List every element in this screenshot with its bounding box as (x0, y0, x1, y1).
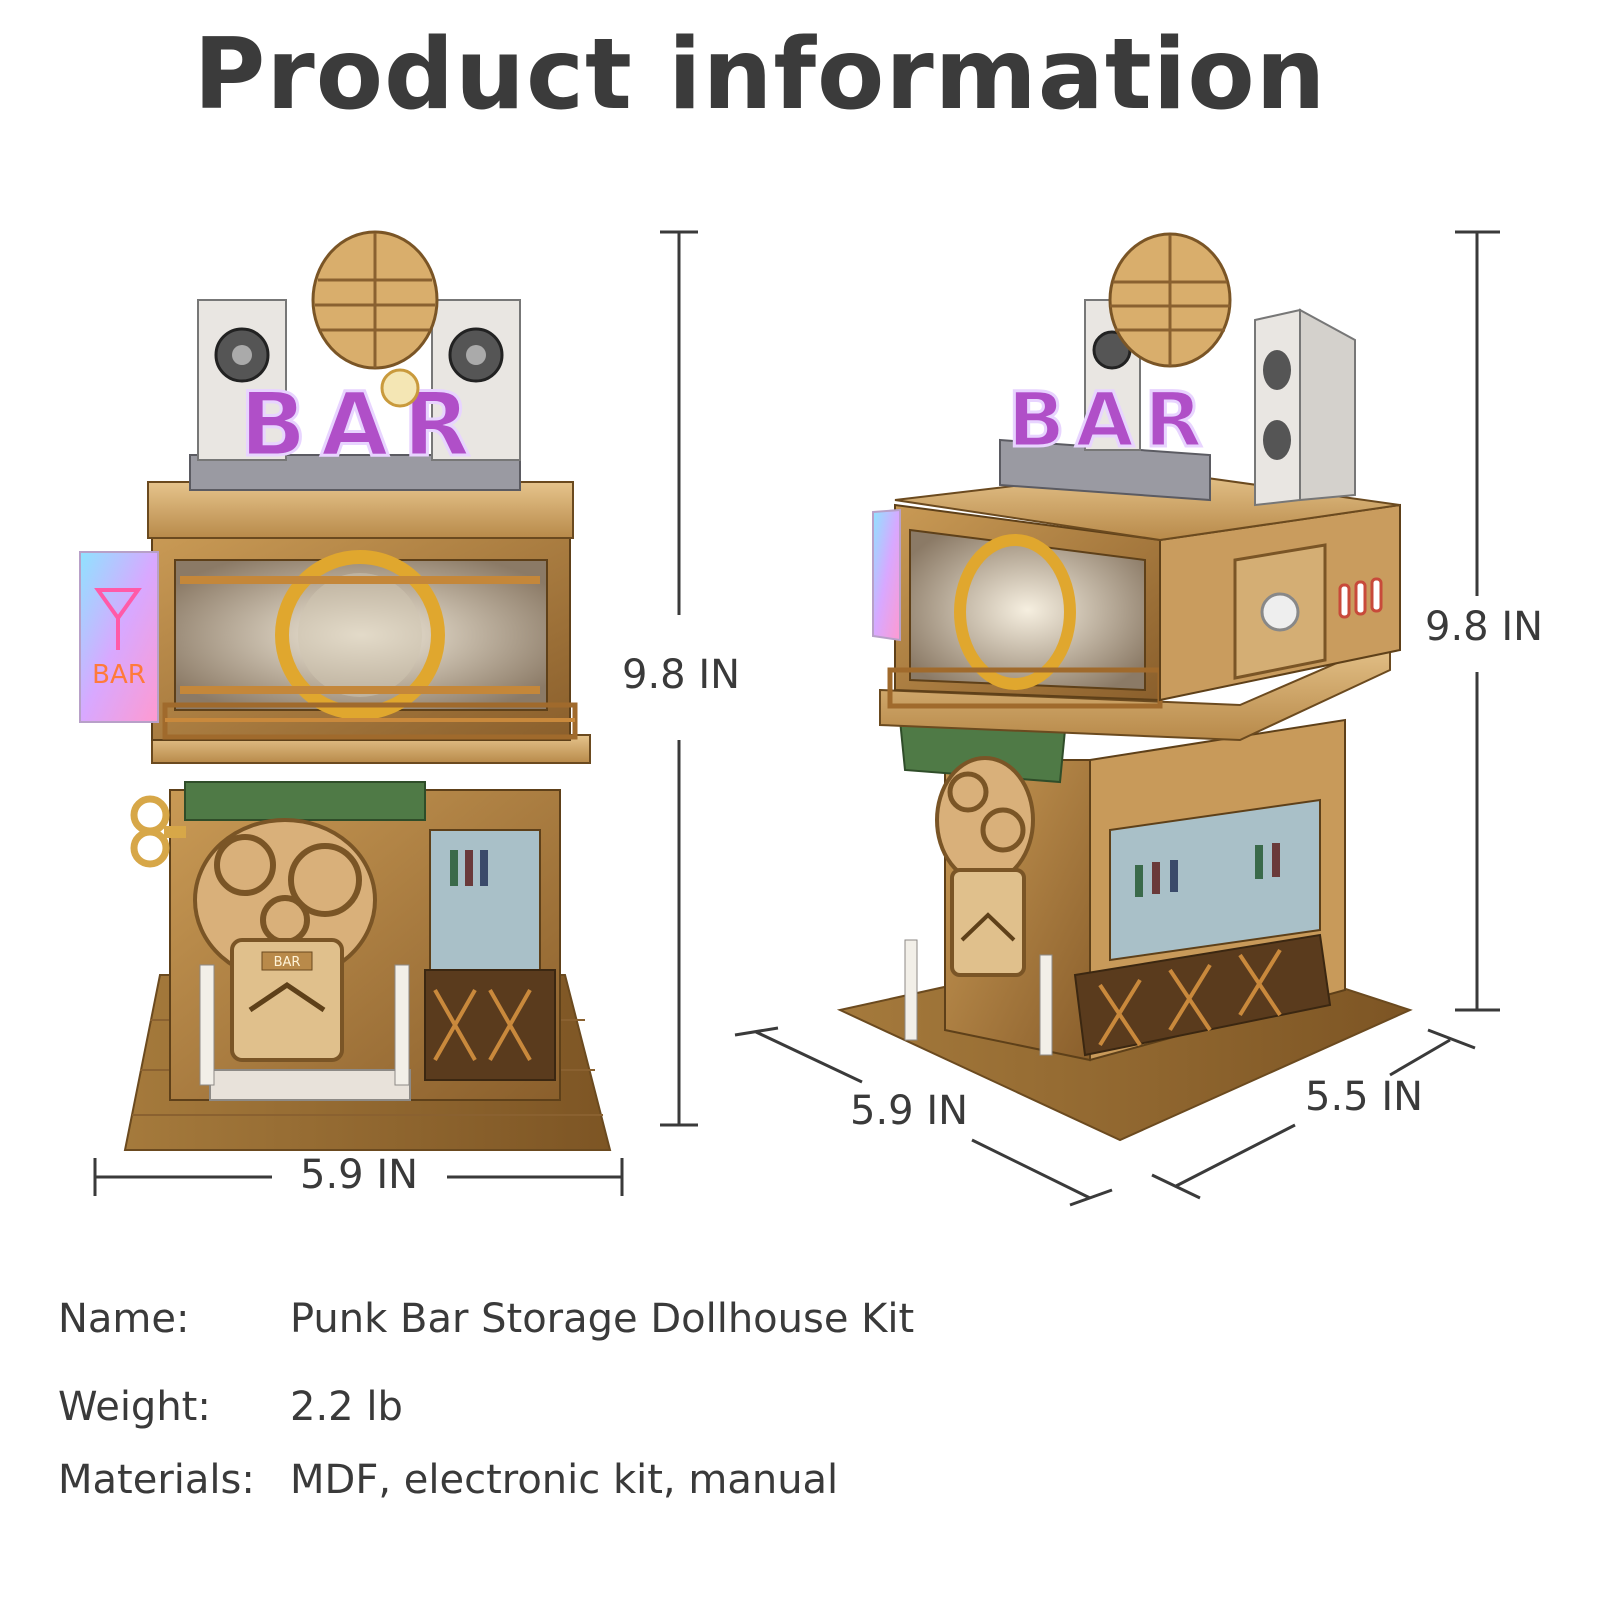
spec-row-weight: Weight: 2.2 lb (58, 1384, 403, 1430)
door-plaque: BAR (274, 955, 301, 970)
front-height-label: 9.8 IN (622, 652, 741, 698)
side-depth-label: 5.5 IN (1305, 1074, 1424, 1120)
side-depth-dimension-line (1151, 1028, 1476, 1200)
spec-value: 2.2 lb (290, 1384, 403, 1430)
spec-label: Materials: (58, 1457, 255, 1503)
spec-label: Weight: (58, 1384, 211, 1430)
spec-value: Punk Bar Storage Dollhouse Kit (290, 1296, 915, 1342)
front-width-dimension-line (93, 1158, 624, 1196)
side-height-label: 9.8 IN (1425, 604, 1544, 650)
front-width-label: 5.9 IN (300, 1152, 419, 1198)
bar-sign: BAR (240, 373, 485, 476)
spec-value: MDF, electronic kit, manual (290, 1457, 839, 1503)
side-door (950, 868, 1026, 977)
front-door (230, 938, 344, 1062)
side-width-label: 5.9 IN (850, 1088, 969, 1134)
side-view-model: BAR (836, 232, 1413, 1142)
spec-label: Name: (58, 1296, 190, 1342)
spec-row-materials: Materials: MDF, electronic kit, manual (58, 1457, 838, 1503)
neon-panel-text: BAR (92, 660, 146, 690)
front-view-model: BAR BAR (79, 230, 612, 1151)
side-speaker (1254, 308, 1301, 507)
spec-row-name: Name: Punk Bar Storage Dollhouse Kit (58, 1296, 914, 1342)
side-bar-sign: BAR (1007, 375, 1212, 464)
side-height-dimension-line (1455, 230, 1500, 1012)
side-width-dimension-line (734, 1026, 1113, 1207)
page-title: Product information (193, 18, 1327, 132)
front-height-dimension-line (660, 230, 698, 1127)
